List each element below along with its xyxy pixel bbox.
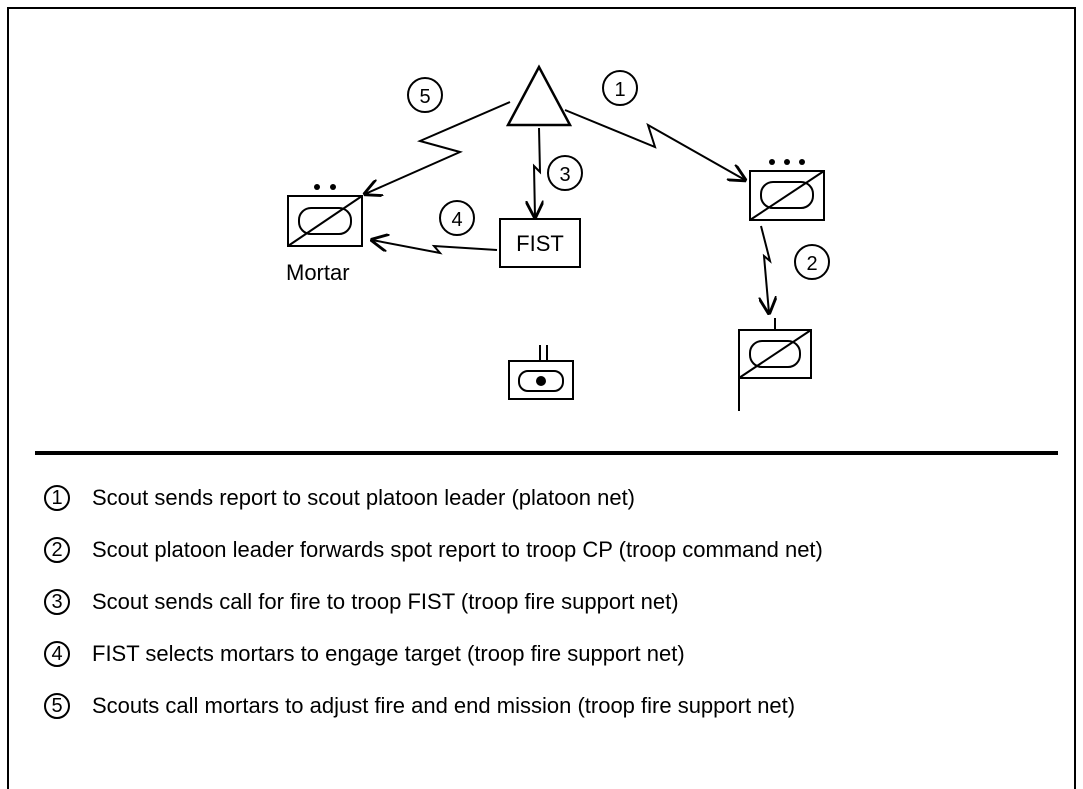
arrow-step-4 [372, 240, 498, 255]
tracked-vehicle-icon [508, 345, 574, 400]
legend-item-1: 1 Scout sends report to scout platoon le… [44, 478, 636, 518]
step-marker-4: 4 [439, 200, 475, 236]
legend-item-3: 3 Scout sends call for fire to troop FIS… [44, 582, 679, 622]
step-marker-2: 2 [794, 244, 830, 280]
step-marker-1: 1 [602, 70, 638, 106]
step-marker-3: 3 [547, 155, 583, 191]
legend-item-4: 4 FIST selects mortars to engage target … [44, 634, 685, 674]
step-marker-5: 5 [407, 77, 443, 113]
scout-triangle-icon [505, 64, 573, 127]
fist-label: FIST [516, 231, 564, 256]
arrow-step-5 [365, 101, 511, 194]
arrow-step-3 [534, 127, 540, 217]
legend-text-5: Scouts call mortars to adjust fire and e… [92, 693, 796, 718]
legend-number-5: 5 [44, 693, 70, 719]
legend-text-3: Scout sends call for fire to troop FIST … [92, 589, 679, 614]
fist-box: FIST [499, 218, 581, 268]
legend-text-2: Scout platoon leader forwards spot repor… [92, 537, 823, 562]
mortar-unit-icon [287, 184, 363, 247]
legend-text-4: FIST selects mortars to engage target (t… [92, 641, 685, 666]
legend-number-3: 3 [44, 589, 70, 615]
mortar-label: Mortar [286, 260, 350, 285]
svg-text:5: 5 [419, 86, 430, 108]
scout-platoon-leader-icon [749, 159, 825, 221]
page-border [7, 7, 1076, 789]
legend-number-1: 1 [44, 485, 70, 511]
arrow-step-2 [761, 225, 770, 313]
legend-item-5: 5 Scouts call mortars to adjust fire and… [44, 686, 796, 726]
svg-text:2: 2 [806, 253, 817, 275]
legend-text-1: Scout sends report to scout platoon lead… [92, 485, 636, 510]
svg-text:4: 4 [451, 209, 462, 231]
svg-text:3: 3 [559, 164, 570, 186]
arrow-step-1 [564, 109, 745, 180]
legend-number-4: 4 [44, 641, 70, 667]
legend-number-2: 2 [44, 537, 70, 563]
troop-cp-icon [738, 318, 812, 411]
legend-item-2: 2 Scout platoon leader forwards spot rep… [44, 530, 823, 570]
svg-text:1: 1 [614, 79, 625, 101]
